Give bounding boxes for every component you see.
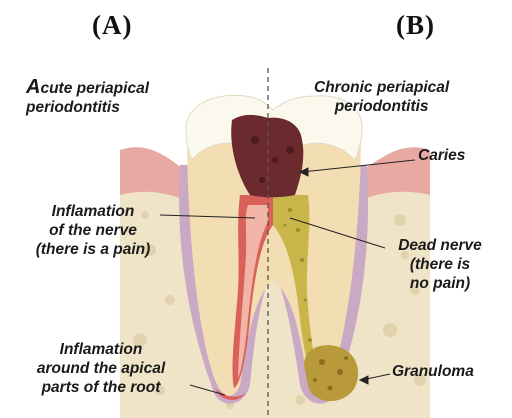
chronic-caption: Chronic periapical periodontitis — [314, 78, 449, 116]
dead-nerve-line1: Dead nerve — [380, 236, 500, 255]
acute-initial: A — [26, 76, 40, 98]
root-inflammation-line2: around the apical — [6, 359, 196, 378]
acute-caption: Acute periapical periodontitis — [26, 78, 149, 117]
granuloma-label: Granuloma — [392, 362, 474, 381]
acute-line1: Acute periapical — [26, 78, 149, 98]
root-inflammation-line1: Inflamation — [6, 340, 196, 359]
nerve-inflammation-line3: (there is a pain) — [8, 240, 178, 259]
dead-nerve-line3: no pain) — [380, 274, 500, 293]
dead-nerve-line2: (there is — [380, 255, 500, 274]
caries-caption: Caries — [418, 146, 465, 165]
dead-nerve-caption: Dead nerve (there is no pain) — [380, 236, 500, 293]
root-inflammation-caption: Inflamation around the apical parts of t… — [6, 340, 196, 397]
panel-b-label: (B) — [396, 10, 435, 41]
acute-line1-rest: cute periapical — [40, 80, 149, 97]
nerve-inflammation-line1: Inflamation — [8, 202, 178, 221]
chronic-line2: periodontitis — [314, 97, 449, 116]
panel-a-label: (A) — [92, 10, 132, 41]
root-inflammation-line3: parts of the root — [6, 378, 196, 397]
nerve-inflammation-caption: Inflamation of the nerve (there is a pai… — [8, 202, 178, 259]
acute-line2: periodontitis — [26, 98, 149, 117]
chronic-line1: Chronic periapical — [314, 78, 449, 97]
nerve-inflammation-line2: of the nerve — [8, 221, 178, 240]
caries-label: Caries — [418, 146, 465, 165]
granuloma-caption: Granuloma — [392, 362, 474, 381]
granuloma-lesion — [304, 345, 358, 401]
